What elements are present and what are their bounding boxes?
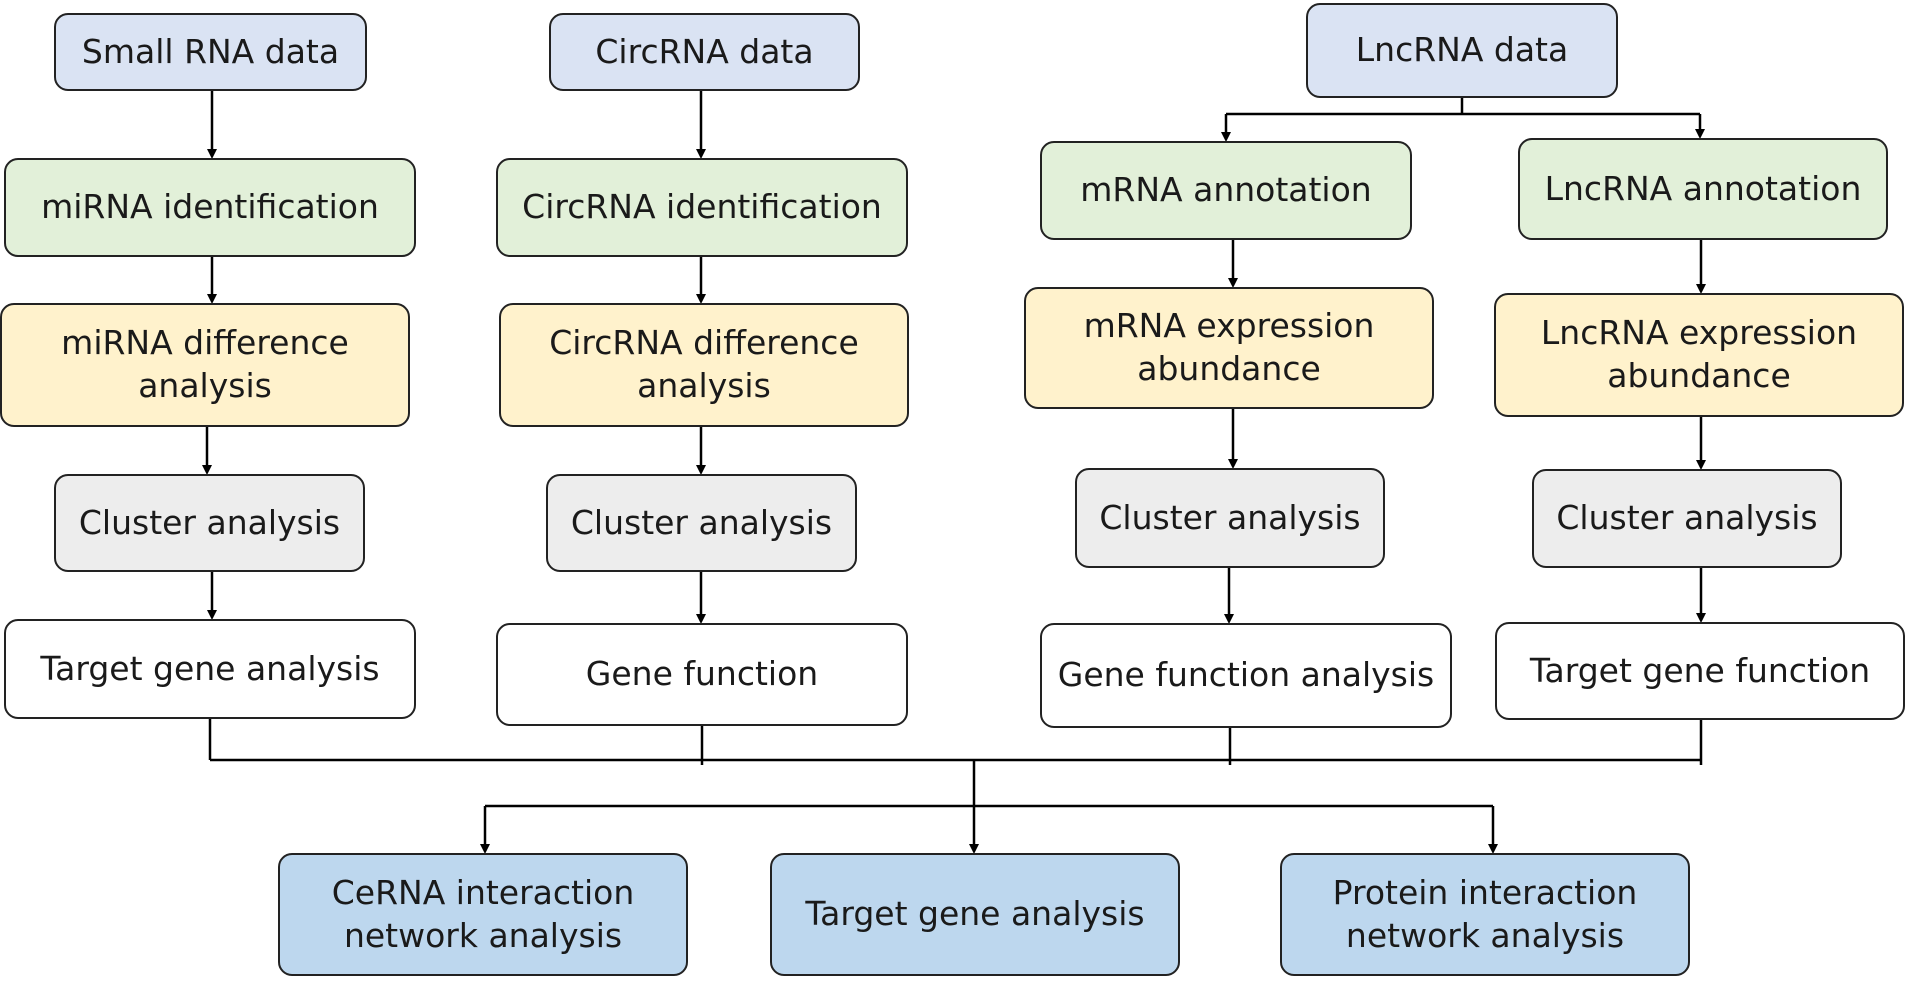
mirna-difference-analysis-box: miRNA difference analysis <box>0 303 410 427</box>
lncrna-data-box: LncRNA data <box>1306 3 1618 98</box>
protein-interaction-network-box: Protein interaction network analysis <box>1280 853 1690 976</box>
mrna-expression-abundance-box: mRNA expression abundance <box>1024 287 1434 409</box>
lncrna-expression-abundance-box: LncRNA expression abundance <box>1494 293 1904 417</box>
small-rna-data-box: Small RNA data <box>54 13 367 91</box>
mrna-annotation-box: mRNA annotation <box>1040 141 1412 240</box>
mrna-gene-function-analysis-box: Gene function analysis <box>1040 623 1452 728</box>
cerna-interaction-network-box: CeRNA interaction network analysis <box>278 853 688 976</box>
mirna-cluster-analysis-box: Cluster analysis <box>54 474 365 572</box>
circrna-cluster-analysis-box: Cluster analysis <box>546 474 857 572</box>
lncrna-target-gene-function-box: Target gene function <box>1495 622 1905 720</box>
circrna-identification-box: CircRNA identification <box>496 158 908 257</box>
circrna-gene-function-box: Gene function <box>496 623 908 726</box>
lncrna-cluster-analysis-box: Cluster analysis <box>1532 469 1842 568</box>
mrna-cluster-analysis-box: Cluster analysis <box>1075 468 1385 568</box>
mirna-target-gene-analysis-box: Target gene analysis <box>4 619 416 719</box>
circrna-difference-analysis-box: CircRNA difference analysis <box>499 303 909 427</box>
target-gene-analysis-output-box: Target gene analysis <box>770 853 1180 976</box>
circrna-data-box: CircRNA data <box>549 13 860 91</box>
mirna-identification-box: miRNA identification <box>4 158 416 257</box>
lncrna-annotation-box: LncRNA annotation <box>1518 138 1888 240</box>
